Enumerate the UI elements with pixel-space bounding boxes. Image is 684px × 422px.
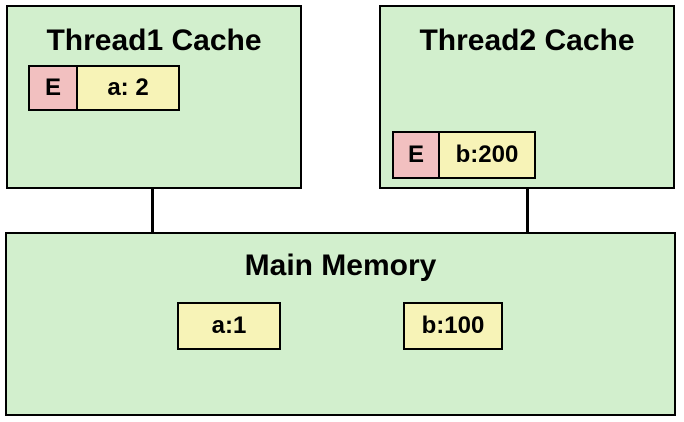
thread2-cache-title: Thread2 Cache bbox=[419, 24, 635, 57]
main-memory-title: Main Memory bbox=[244, 249, 437, 282]
thread2-bus-connector bbox=[526, 186, 529, 234]
thread1-bus-connector bbox=[151, 186, 154, 234]
thread2-cache-box: Thread2 Cache E b:200 bbox=[379, 5, 675, 189]
main-memory-cell-b: b:100 bbox=[403, 302, 503, 350]
thread1-cache-state: E bbox=[28, 65, 78, 111]
main-memory-cell-a: a:1 bbox=[177, 302, 281, 350]
thread2-cache-value: b:200 bbox=[438, 131, 536, 179]
thread1-cache-title: Thread1 Cache bbox=[46, 24, 262, 57]
main-memory-box: Main Memory a:1 b:100 bbox=[5, 232, 676, 416]
thread1-cache-box: Thread1 Cache E a: 2 bbox=[6, 5, 302, 189]
thread2-cache-state: E bbox=[392, 131, 440, 179]
thread1-cache-value: a: 2 bbox=[76, 65, 180, 111]
